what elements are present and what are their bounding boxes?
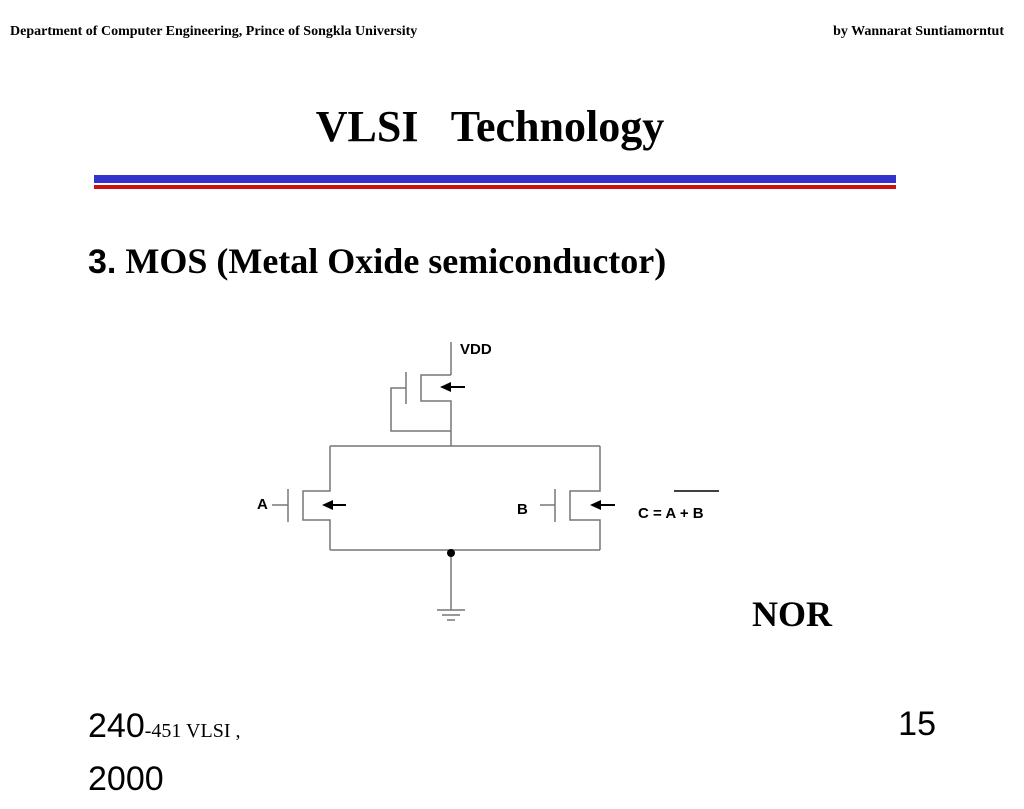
output-label: C = A + B xyxy=(638,505,704,522)
header-department: Department of Computer Engineering, Prin… xyxy=(10,24,418,39)
section-title: MOS (Metal Oxide semiconductor) xyxy=(116,241,667,281)
vdd-label: VDD xyxy=(460,341,492,358)
nor-gate-schematic: VDD A B C = A + B xyxy=(257,341,719,621)
nmos-a-channel xyxy=(302,446,331,550)
circuit-wires xyxy=(272,342,601,621)
ground-junction-dot xyxy=(447,549,455,557)
slide-title: VLSI Technology xyxy=(315,102,665,151)
nmos-b-arrowhead xyxy=(590,500,601,510)
input-a-label: A xyxy=(257,496,268,513)
nmos-b-channel xyxy=(569,446,601,550)
footer-course: 240-451 VLSI , 2000 xyxy=(88,703,240,809)
page-number: 15 xyxy=(898,705,936,743)
direction-arrows xyxy=(322,382,615,510)
input-b-label: B xyxy=(517,501,528,518)
pmos-channel xyxy=(420,374,452,446)
title-rule-red xyxy=(94,185,896,189)
title-rule-blue xyxy=(94,175,896,183)
course-name: -451 VLSI , xyxy=(144,720,241,742)
pmos-gate-tie xyxy=(390,387,451,432)
course-code: 240 xyxy=(88,707,145,745)
nmos-a-arrowhead xyxy=(322,500,333,510)
gate-name: NOR xyxy=(752,594,832,634)
course-year: 2000 xyxy=(88,760,164,798)
pmos-arrowhead xyxy=(440,382,451,392)
header-author: by Wannarat Suntiamorntut xyxy=(833,24,1004,39)
section-number: 3. xyxy=(88,243,117,281)
section-heading: 3. MOS (Metal Oxide semiconductor) xyxy=(88,240,666,282)
